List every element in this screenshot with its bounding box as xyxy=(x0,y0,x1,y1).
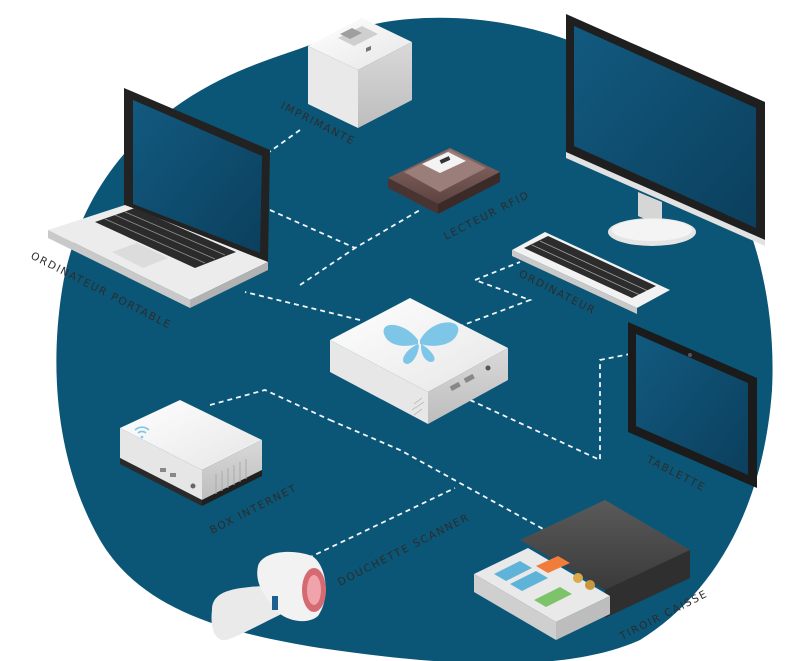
connector-lines xyxy=(209,129,641,563)
hub-device-icon xyxy=(330,298,508,424)
laptop-icon xyxy=(48,88,270,308)
internet-box-icon xyxy=(120,400,262,506)
monitor-icon xyxy=(566,14,765,246)
wifi-icon xyxy=(134,426,150,439)
keyboard-icon xyxy=(512,232,670,314)
rfid-reader-icon xyxy=(388,148,500,214)
tablet-icon xyxy=(628,322,757,488)
barcode-scanner-icon xyxy=(211,551,326,641)
cash-drawer-icon xyxy=(474,500,690,640)
printer-icon xyxy=(308,18,412,128)
butterfly-logo-icon xyxy=(383,322,459,364)
